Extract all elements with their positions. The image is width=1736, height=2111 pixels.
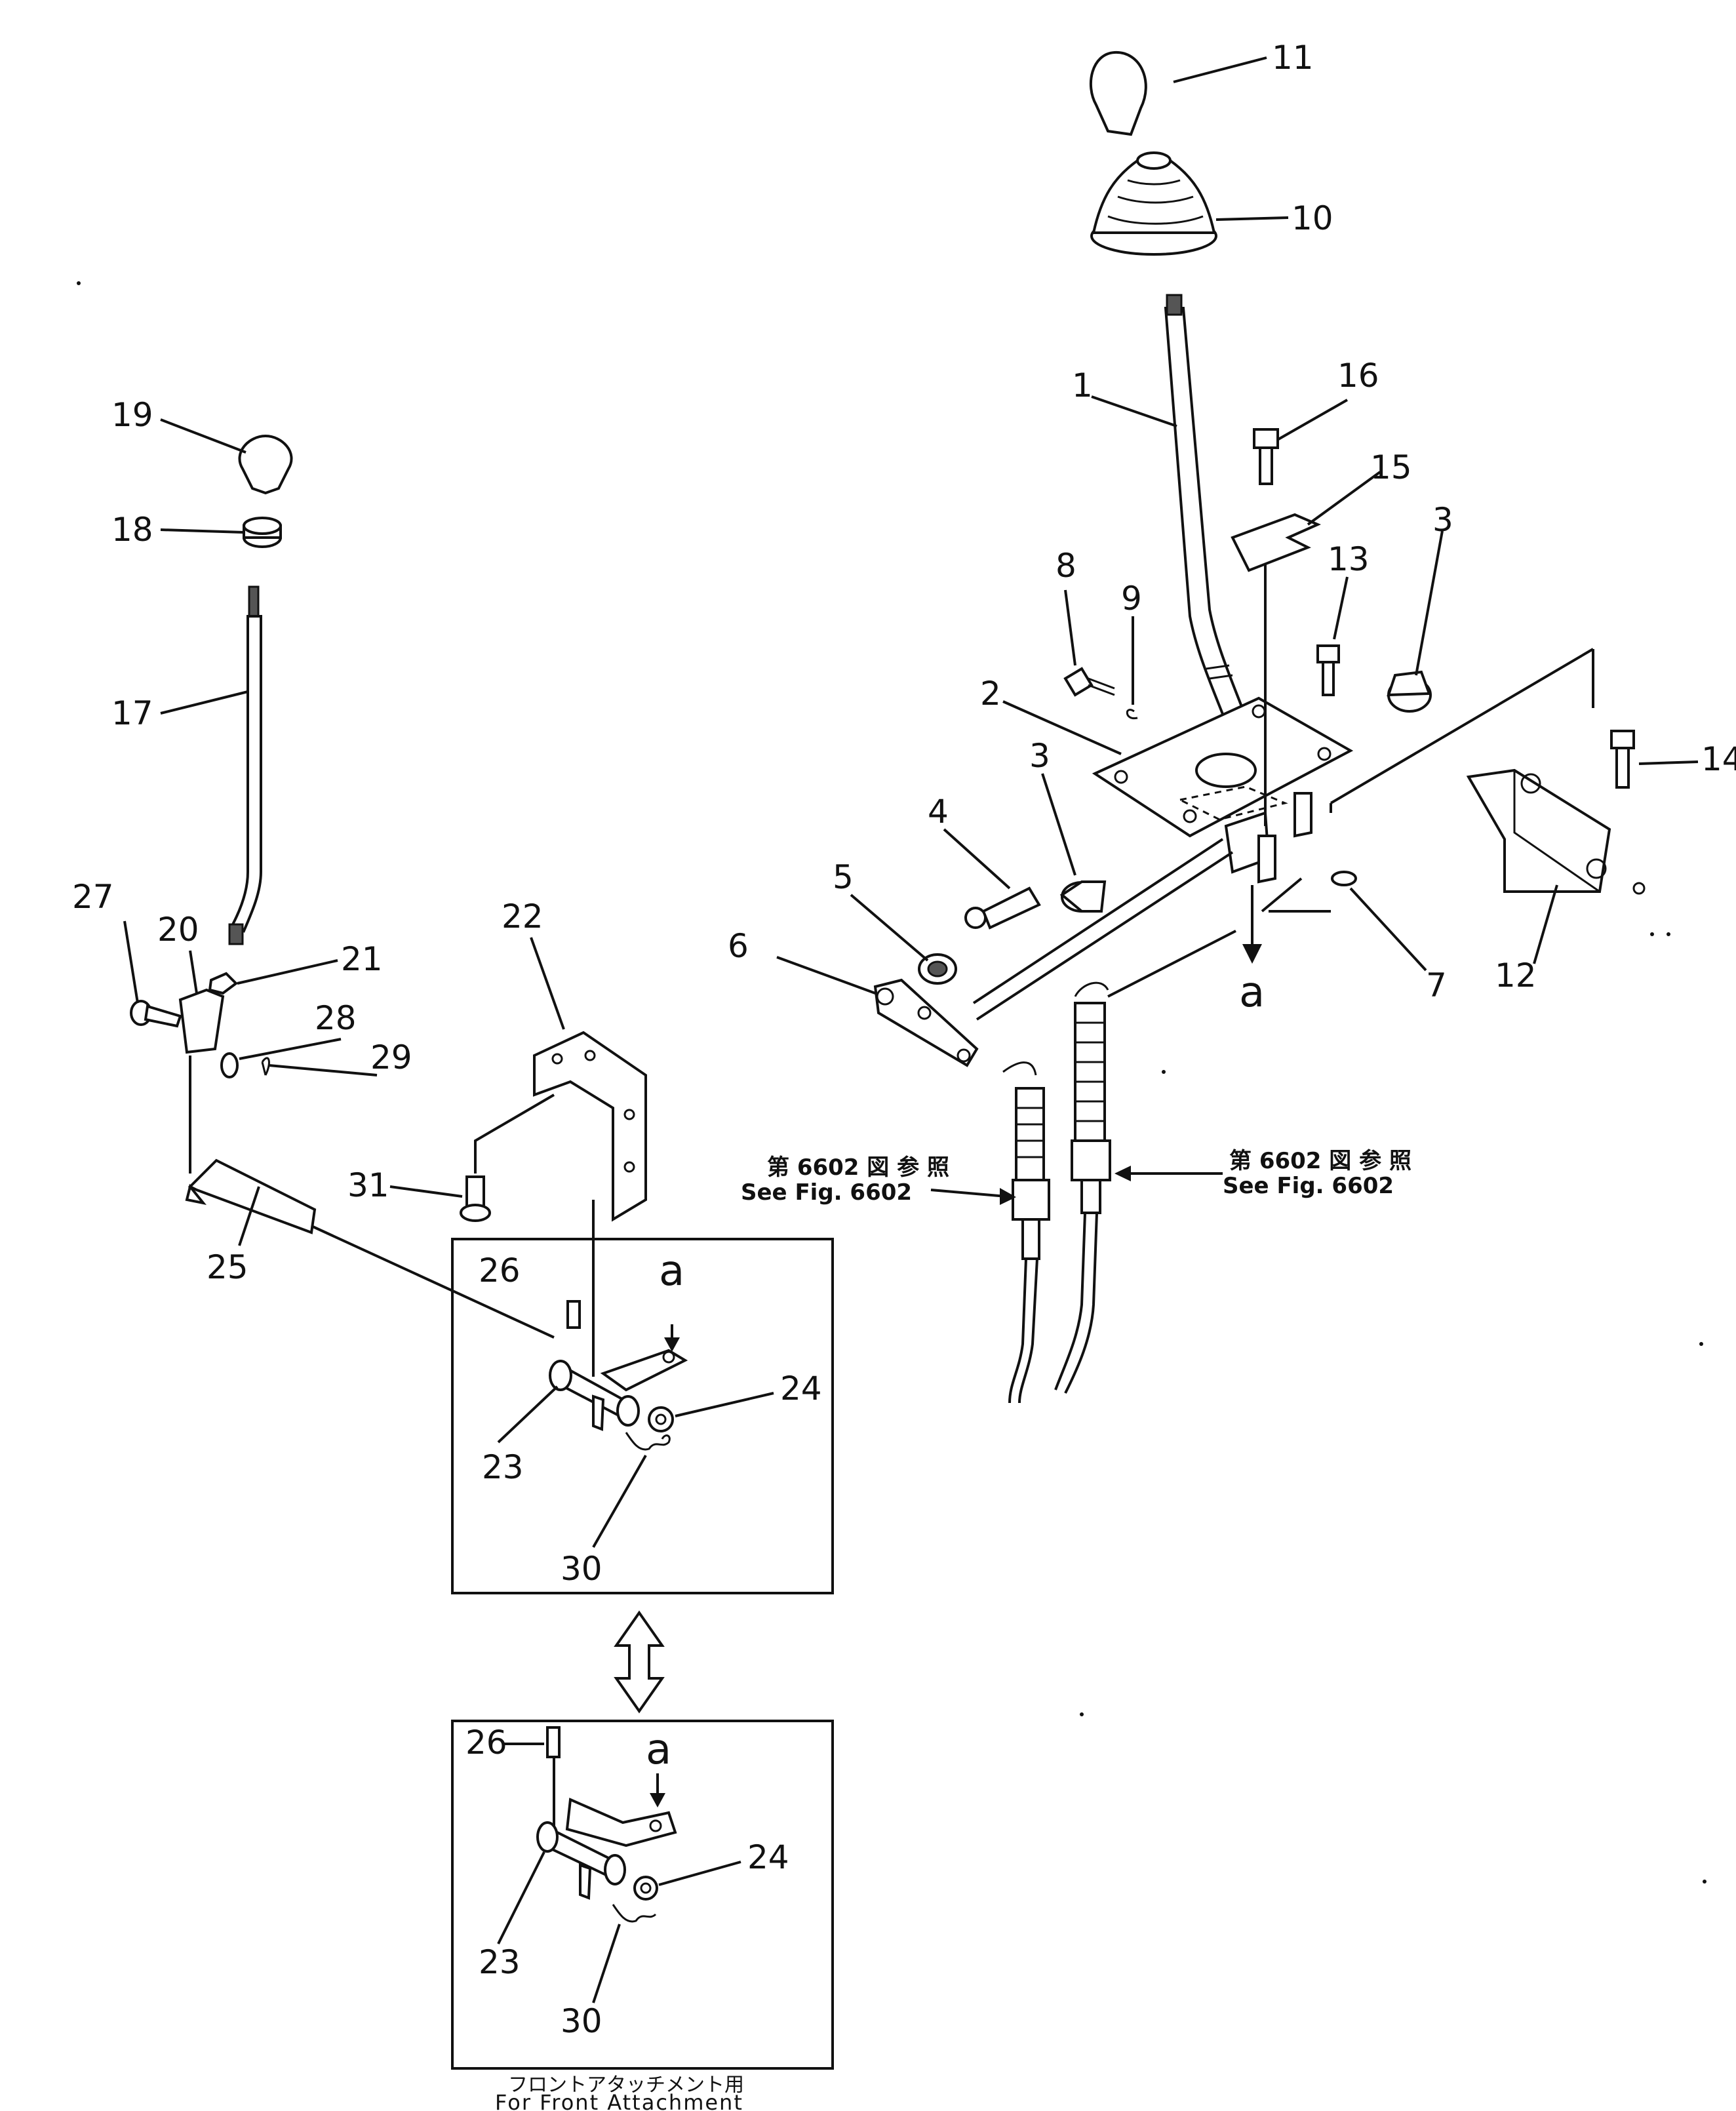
callout-numbers: 11 10 1 16 15 3 8 9 13 2 14 3 4 5 6 7 12… <box>72 39 1736 2040</box>
bracket-12 <box>1466 768 1646 895</box>
callout-30-alt: 30 <box>561 2002 602 2040</box>
callout-14: 14 <box>1701 740 1736 778</box>
control-cable-right <box>1054 981 1111 1394</box>
washer-24 <box>648 1406 674 1432</box>
view-mark-a-inset1: a <box>659 1247 684 1295</box>
callout-3-left: 3 <box>1029 737 1050 775</box>
reference-notes: 第 6602 図 参 照 See Fig. 6602 第 6602 図 参 照 … <box>741 1148 1411 1206</box>
callout-15: 15 <box>1370 448 1412 486</box>
rod-25 <box>185 1158 317 1234</box>
pin-29 <box>261 1057 270 1076</box>
callout-25: 25 <box>207 1248 248 1286</box>
boot-10 <box>1090 151 1217 256</box>
spring-30-alt <box>612 1904 657 1923</box>
callout-31: 31 <box>347 1166 389 1204</box>
bushing-3-right <box>1387 670 1432 713</box>
callout-13: 13 <box>1328 540 1370 578</box>
view-mark-a-main: a <box>1239 968 1265 1017</box>
callout-24: 24 <box>780 1370 822 1408</box>
nut-18 <box>243 517 282 548</box>
callout-5: 5 <box>833 858 854 896</box>
see-fig-right-jp: 第 6602 図 参 照 <box>1229 1148 1411 1174</box>
callout-22: 22 <box>502 898 543 936</box>
bushing-3-left <box>1059 880 1107 913</box>
bolt-14 <box>1610 730 1635 789</box>
block-20 <box>178 988 225 1054</box>
spring-30 <box>625 1432 671 1451</box>
callout-19: 19 <box>111 396 153 434</box>
callout-24-alt: 24 <box>747 1838 789 1876</box>
inset-detail-main <box>451 1200 834 1594</box>
inset-detail-front-attachment <box>451 1720 834 2070</box>
washer-9 <box>1126 709 1138 720</box>
callout-16: 16 <box>1337 357 1379 395</box>
bushing-5 <box>918 953 957 985</box>
see-fig-right-en: See Fig. 6602 <box>1223 1173 1394 1199</box>
ball-joint-4 <box>964 886 1041 930</box>
callout-27: 27 <box>72 878 114 916</box>
plate-2 <box>1092 696 1354 884</box>
leader-lines-right <box>776 56 1699 995</box>
callout-12: 12 <box>1495 957 1537 995</box>
callout-23: 23 <box>482 1448 524 1486</box>
caption-en: For Front Attachment <box>495 2090 743 2111</box>
callout-1: 1 <box>1072 366 1093 404</box>
callout-28: 28 <box>315 999 357 1037</box>
scan-specks <box>77 281 1706 1884</box>
bolt-8 <box>1063 667 1115 697</box>
see-fig-left-jp: 第 6602 図 参 照 <box>767 1154 949 1181</box>
pin-26 <box>566 1300 581 1329</box>
leader-lines-left <box>123 418 774 2003</box>
pivot-23 <box>549 1349 688 1431</box>
lever-arm-6 <box>873 978 979 1067</box>
callout-3-right: 3 <box>1432 501 1453 539</box>
knob-19 <box>238 434 293 495</box>
pin-26-alt <box>546 1726 561 1758</box>
callout-20: 20 <box>157 911 199 949</box>
plate-15 <box>1231 513 1321 572</box>
callout-21: 21 <box>341 940 383 978</box>
callout-26-alt: 26 <box>465 1724 507 1762</box>
bolt-16 <box>1253 428 1279 485</box>
inset-caption: フロントアタッチメント用 For Front Attachment <box>495 2074 744 2111</box>
left-lever-assembly <box>130 434 647 1339</box>
view-mark-a-inset2: a <box>646 1726 671 1774</box>
see-fig-left-en: See Fig. 6602 <box>741 1179 912 1206</box>
washer-24-alt <box>633 1876 658 1901</box>
callout-29: 29 <box>370 1038 412 1076</box>
callout-8: 8 <box>1055 547 1076 585</box>
caption-jp: フロントアタッチメント用 <box>508 2074 744 2097</box>
callout-6: 6 <box>728 927 749 965</box>
ring-7 <box>1331 871 1357 886</box>
callout-11: 11 <box>1272 39 1314 77</box>
bolt-13 <box>1316 644 1340 696</box>
right-lever-assembly <box>873 50 1646 1404</box>
lever-17 <box>228 585 262 945</box>
callout-23-alt: 23 <box>479 1943 521 1981</box>
pivot-23-alt <box>536 1798 677 1900</box>
bolt-27 <box>130 1000 182 1028</box>
callout-17: 17 <box>111 694 153 732</box>
interchange-arrow <box>614 1610 665 1714</box>
callout-4: 4 <box>928 793 949 831</box>
callout-30: 30 <box>561 1550 602 1588</box>
callout-2: 2 <box>980 675 1001 713</box>
nut-21 <box>208 972 239 995</box>
control-cable-left <box>1002 1061 1050 1404</box>
callout-18: 18 <box>111 511 153 549</box>
bracket-22 <box>533 1031 647 1222</box>
knob-11 <box>1090 50 1147 136</box>
washer-28 <box>220 1052 239 1078</box>
callout-9: 9 <box>1121 580 1142 618</box>
callout-10: 10 <box>1292 199 1333 237</box>
callout-7: 7 <box>1426 966 1447 1004</box>
callout-26: 26 <box>479 1252 521 1290</box>
bolt-31 <box>460 1175 491 1222</box>
